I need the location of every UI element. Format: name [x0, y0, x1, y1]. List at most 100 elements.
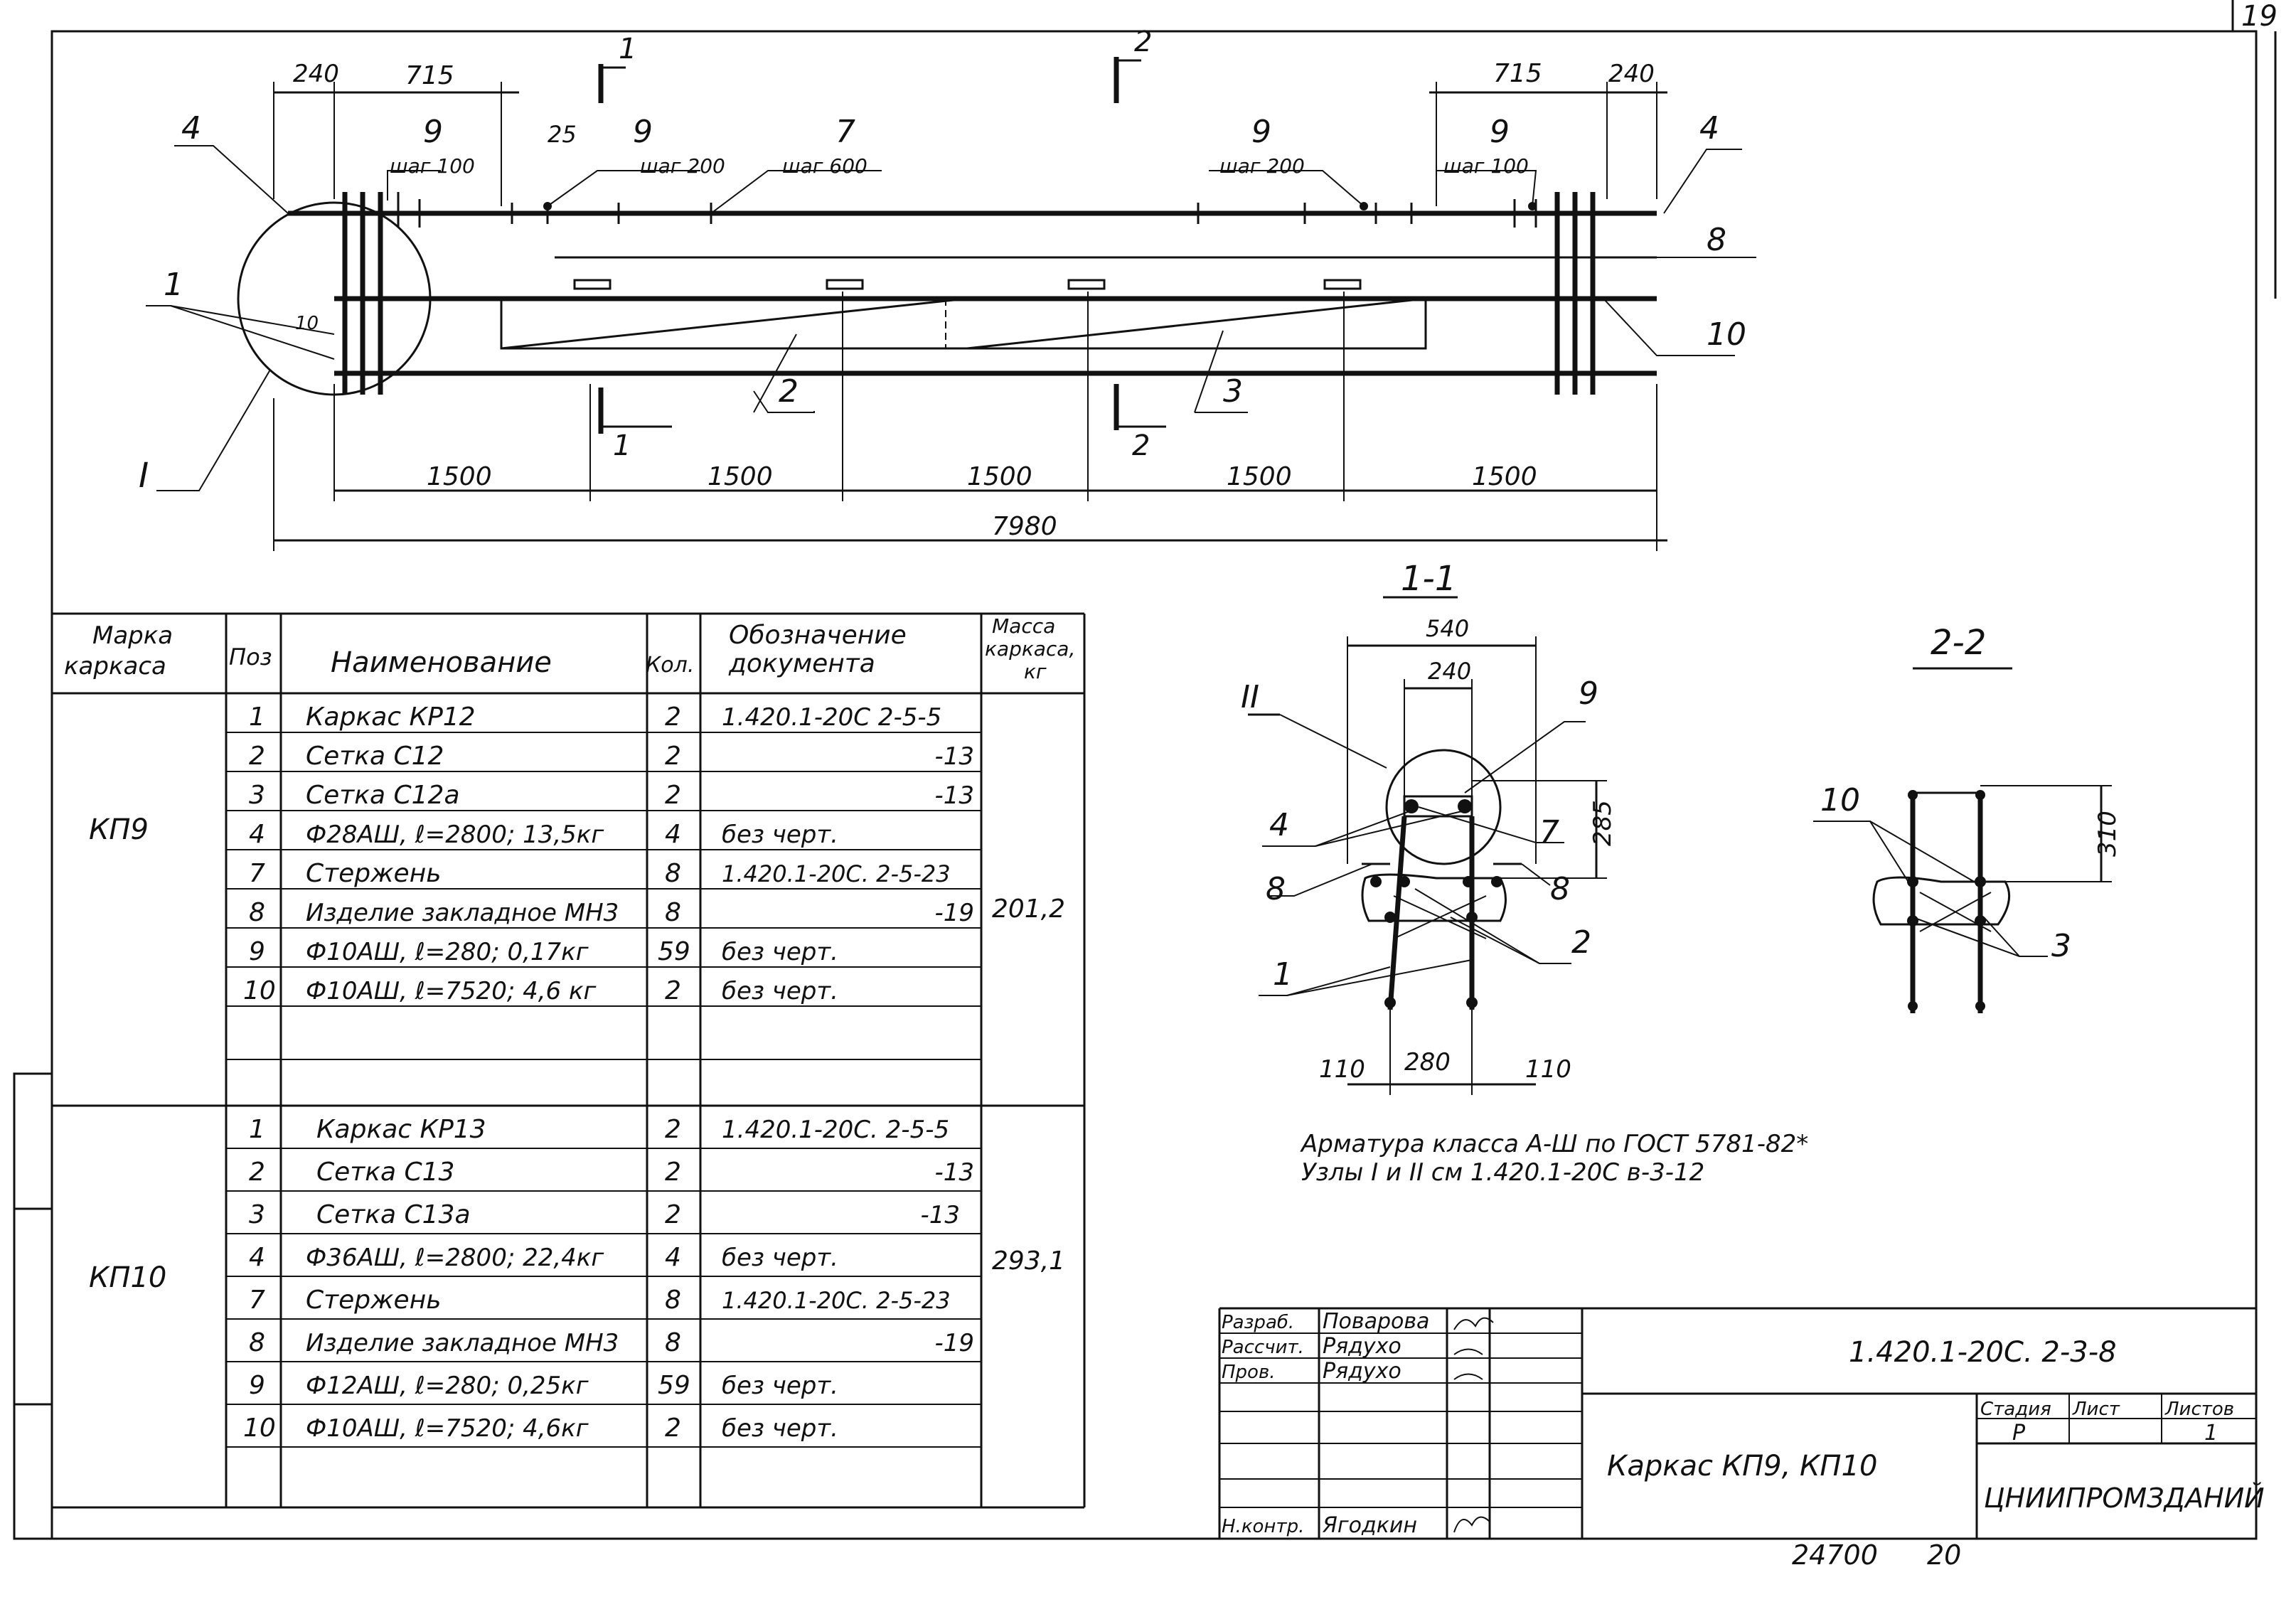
- section-2-2: 2-2 310 10 3: [1813, 623, 2122, 1013]
- header-pos: Поз: [229, 643, 272, 671]
- node-II-label: II: [1241, 679, 1259, 715]
- step-100-right: шаг 100: [1443, 154, 1529, 178]
- tb-header-stage: Стадия: [1980, 1399, 2051, 1420]
- table-row: 8 Изделие закладное МН3 8 -19: [249, 898, 974, 927]
- signature: [1453, 1317, 1494, 1330]
- row-pos: 4: [249, 1243, 265, 1272]
- cage-elevation: 240 715 715 240 25 10 1500 1500 1500 150…: [139, 26, 1756, 551]
- header-qty: Кол.: [646, 653, 694, 678]
- label-pos-2: 2: [779, 373, 799, 410]
- row-qty: 4: [665, 820, 681, 849]
- row-name: Изделие закладное МН3: [306, 1329, 619, 1357]
- table-row: 9 Ф12АШ, ℓ=280; 0,25кг 59 без черт.: [249, 1371, 838, 1400]
- note-2: Узлы I и II см 1.420.1-20С в-3-12: [1301, 1158, 1704, 1187]
- sheet-frame: 19 24700 20: [13, 0, 2278, 1571]
- section-mark-1-top: 1: [619, 33, 636, 65]
- table-row: 2 Сетка С13 2 -13: [249, 1158, 974, 1187]
- table-row: 10 Ф10АШ, ℓ=7520; 4,6кг 2 без черт.: [243, 1414, 838, 1443]
- row-qty: 2: [665, 703, 681, 732]
- title-block: Разраб. Рассчит. Пров. Н.контр. Поварова…: [1218, 1307, 2265, 1539]
- label-s11-pos-8-left: 8: [1266, 871, 1286, 907]
- row-qty: 2: [665, 742, 681, 771]
- dim-240-section: 240: [1428, 658, 1471, 685]
- footer-archive-number: 24700: [1792, 1539, 1878, 1571]
- tb-person-norm-control: Ягодкин: [1322, 1513, 1417, 1538]
- step-600: шаг 600: [782, 154, 867, 178]
- row-qty: 8: [665, 859, 681, 888]
- header-mark-line1: Марка: [92, 621, 173, 650]
- header-mass-line3: кг: [1024, 660, 1047, 683]
- row-name: Сетка С12а: [306, 781, 460, 810]
- row-doc: без черт.: [722, 1244, 838, 1272]
- row-name: Стержень: [306, 1286, 441, 1315]
- dim-540: 540: [1426, 615, 1469, 642]
- note-1: Арматура класса А-Ш по ГОСТ 5781-82*: [1300, 1130, 1808, 1158]
- row-name: Сетка С13: [316, 1158, 454, 1187]
- dim-240-left: 240: [293, 60, 339, 88]
- table-row: 9 Ф10АШ, ℓ=280; 0,17кг 59 без черт.: [249, 937, 838, 966]
- section-mark-1-bottom: 1: [613, 429, 631, 462]
- row-pos: 2: [249, 742, 265, 771]
- label-pos-8: 8: [1707, 222, 1726, 258]
- row-qty: 2: [665, 781, 681, 810]
- row-doc: -13: [934, 1158, 974, 1187]
- row-doc: без черт.: [722, 821, 838, 849]
- row-qty: 59: [658, 1371, 690, 1400]
- label-s11-pos-4: 4: [1269, 807, 1289, 843]
- tb-role-checked: Пров.: [1222, 1362, 1276, 1383]
- dim-285: 285: [1588, 800, 1617, 846]
- header-doc-line1: Обозначение: [729, 621, 907, 650]
- header-name: Наименование: [331, 646, 552, 679]
- tb-person-checked: Рядухо: [1323, 1359, 1401, 1384]
- row-qty: 2: [665, 1158, 681, 1187]
- label-s11-pos-8-right: 8: [1550, 871, 1570, 907]
- row-doc: -13: [934, 742, 974, 771]
- row-name: Ф10АШ, ℓ=7520; 4,6кг: [306, 1414, 589, 1443]
- signature: [1453, 1348, 1483, 1355]
- dim-110-left: 110: [1319, 1055, 1365, 1084]
- row-name: Ф10АШ, ℓ=7520; 4,6 кг: [306, 977, 597, 1005]
- signature: [1453, 1373, 1483, 1380]
- label-s22-pos-10: 10: [1820, 782, 1860, 818]
- row-pos: 7: [249, 859, 265, 888]
- label-pos-10: 10: [1707, 316, 1746, 353]
- row-doc: -13: [920, 1201, 960, 1229]
- row-pos: 1: [249, 703, 265, 732]
- row-name: Ф12АШ, ℓ=280; 0,25кг: [306, 1372, 589, 1400]
- span-3: 1500: [967, 462, 1032, 491]
- row-name: Сетка С13а: [316, 1200, 471, 1229]
- node-I-label: I: [139, 456, 149, 496]
- label-s11-pos-2: 2: [1571, 924, 1591, 961]
- row-pos: 4: [249, 820, 265, 849]
- dim-310: 310: [2093, 811, 2122, 857]
- row-pos: 8: [249, 898, 265, 927]
- label-pos-9-b: 9: [633, 114, 653, 150]
- row-name: Изделие закладное МН3: [306, 899, 619, 927]
- signature: [1453, 1516, 1490, 1533]
- row-doc: -13: [934, 781, 974, 810]
- tb-person-calculated: Рядухо: [1323, 1334, 1401, 1359]
- row-doc: -19: [934, 1329, 974, 1357]
- row-pos: 10: [243, 1414, 276, 1443]
- label-pos-9-a: 9: [423, 114, 443, 150]
- section-mark-2-bottom: 2: [1132, 429, 1150, 462]
- row-name: Ф28АШ, ℓ=2800; 13,5кг: [306, 821, 604, 849]
- row-pos: 9: [249, 937, 265, 966]
- tb-header-sheet: Лист: [2072, 1399, 2120, 1420]
- row-name: Каркас КР12: [306, 703, 476, 732]
- step-100-left: шаг 100: [390, 154, 475, 178]
- row-qty: 8: [665, 1328, 681, 1357]
- table-row: 8 Изделие закладное МН3 8 -19: [249, 1328, 974, 1357]
- tb-person-developer: Поварова: [1323, 1309, 1429, 1334]
- span-1: 1500: [427, 462, 492, 491]
- row-qty: 2: [665, 976, 681, 1005]
- span-5: 1500: [1472, 462, 1537, 491]
- dim-240-right: 240: [1608, 60, 1655, 88]
- row-pos: 3: [249, 1200, 265, 1229]
- tb-item-title: Каркас КП9, КП10: [1607, 1450, 1877, 1483]
- row-name: Сетка С12: [306, 742, 444, 771]
- row-doc: без черт.: [722, 1414, 838, 1443]
- step-200-right: шаг 200: [1219, 154, 1305, 178]
- row-qty: 8: [665, 1286, 681, 1315]
